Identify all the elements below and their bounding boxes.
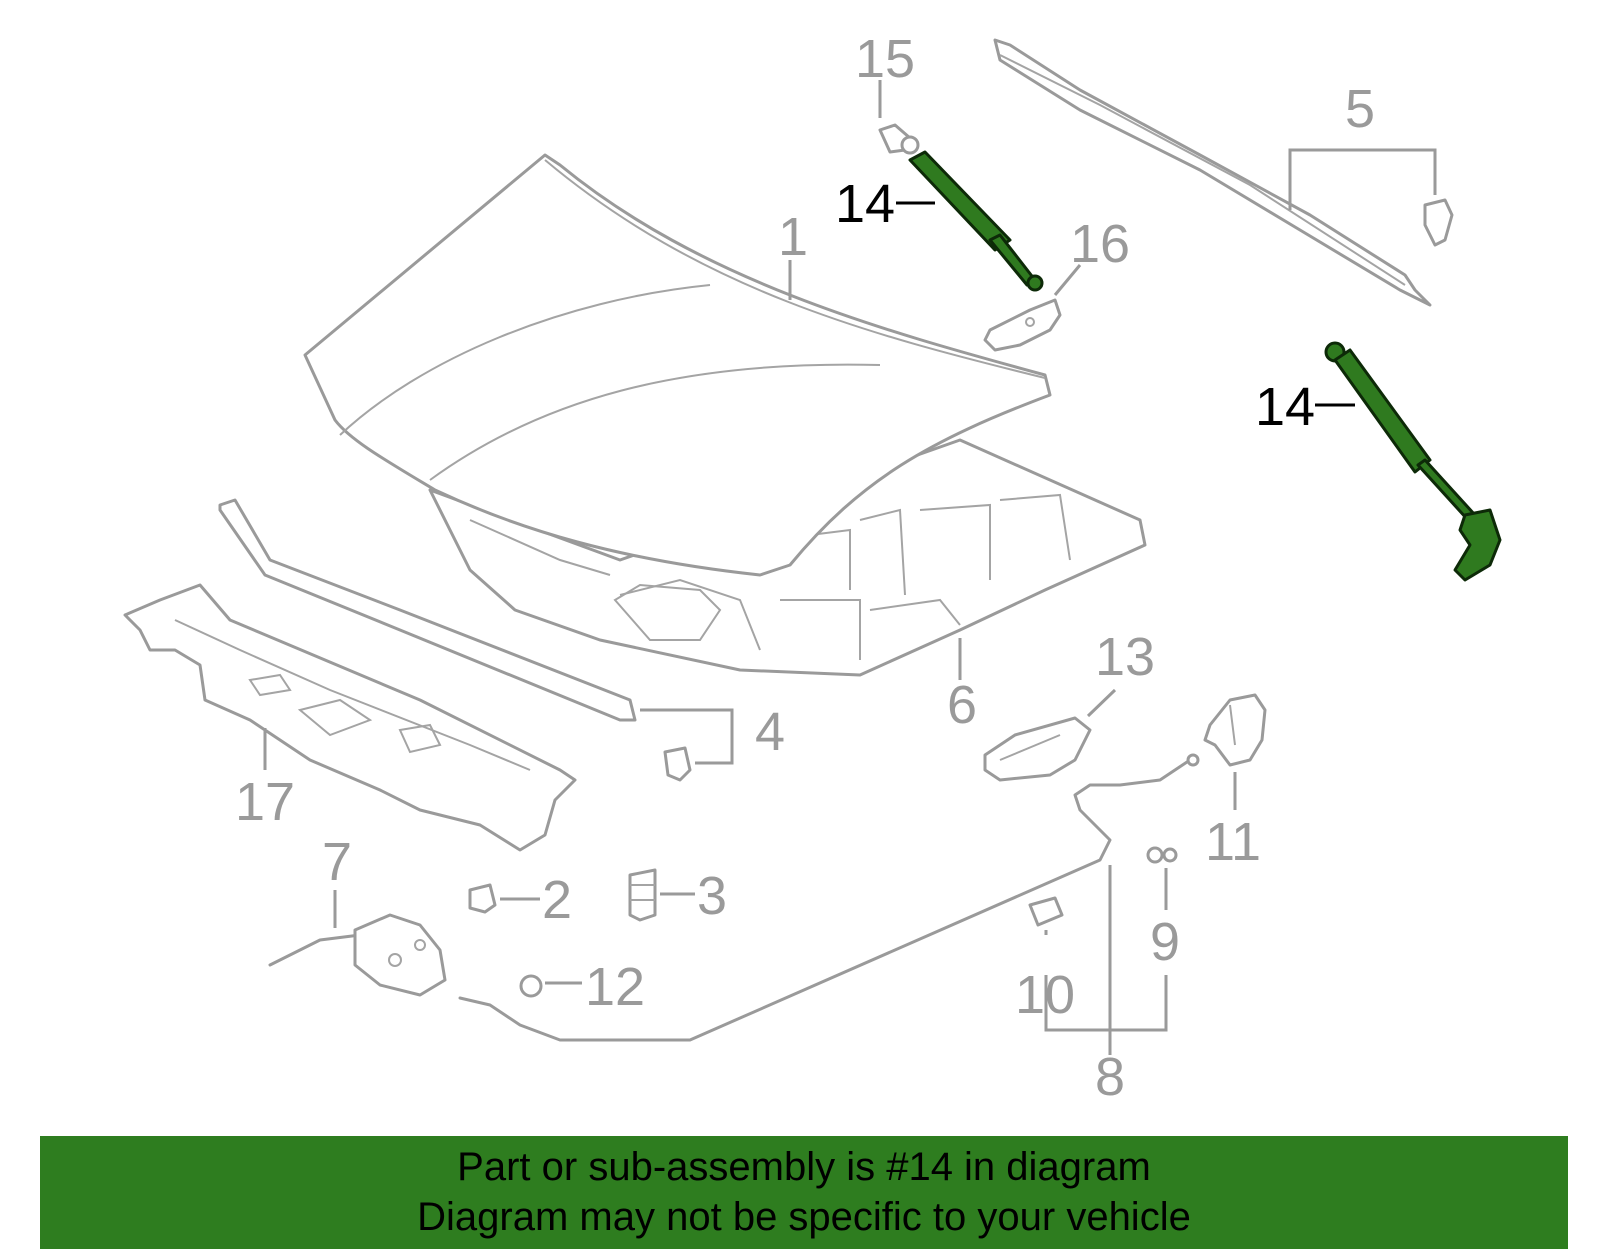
callout-17: 17 [235,772,295,832]
part-3-bumper [628,868,657,922]
part-5-weatherstrip [993,38,1432,307]
callout-2: 2 [542,870,572,930]
banner-line-2: Diagram may not be specific to your vehi… [417,1195,1191,1239]
callout-1: 1 [778,207,808,267]
callout-12: 12 [585,957,645,1017]
part-2-nut [468,883,497,914]
part-1-hood [303,153,1052,577]
callout-13: 13 [1095,627,1155,687]
part-11-latch [1203,693,1267,767]
part-17-support-panel [123,583,577,852]
callout-11: 11 [1205,812,1261,872]
part-5-clip [1423,198,1454,247]
part-4-clip [663,746,692,782]
part-9-clip [1146,846,1178,864]
callout-14-right: 14 [1255,377,1315,437]
part-4-hood-seal [218,498,637,722]
callout-14-upper: 14 [835,174,895,234]
callout-7: 7 [322,832,352,892]
part-7-hood-lock [268,913,447,997]
callout-8: 8 [1095,1047,1125,1107]
part-info-banner: Part or sub-assembly is #14 in diagram D… [40,1136,1568,1249]
part-8-release-cable [458,753,1200,1042]
banner-line-1: Part or sub-assembly is #14 in diagram [457,1145,1151,1189]
part-10-clip [1028,896,1064,927]
callout-10: 10 [1015,965,1075,1025]
callout-5: 5 [1345,79,1375,139]
part-15-pin [878,123,920,155]
part-13-bracket [983,716,1092,782]
leader-lines-highlight [896,201,1355,407]
part-14-lift-support-right [1324,341,1502,582]
callout-9: 9 [1150,912,1180,972]
callout-15: 15 [855,29,915,89]
callout-6: 6 [947,675,977,735]
leader-lines [263,80,1437,1055]
callout-3: 3 [697,866,727,926]
part-16-bracket [983,298,1062,352]
part-14-lift-support-upper [908,150,1044,292]
callout-16: 16 [1070,214,1130,274]
callout-4: 4 [755,702,785,762]
part-12-grommet [519,974,543,998]
